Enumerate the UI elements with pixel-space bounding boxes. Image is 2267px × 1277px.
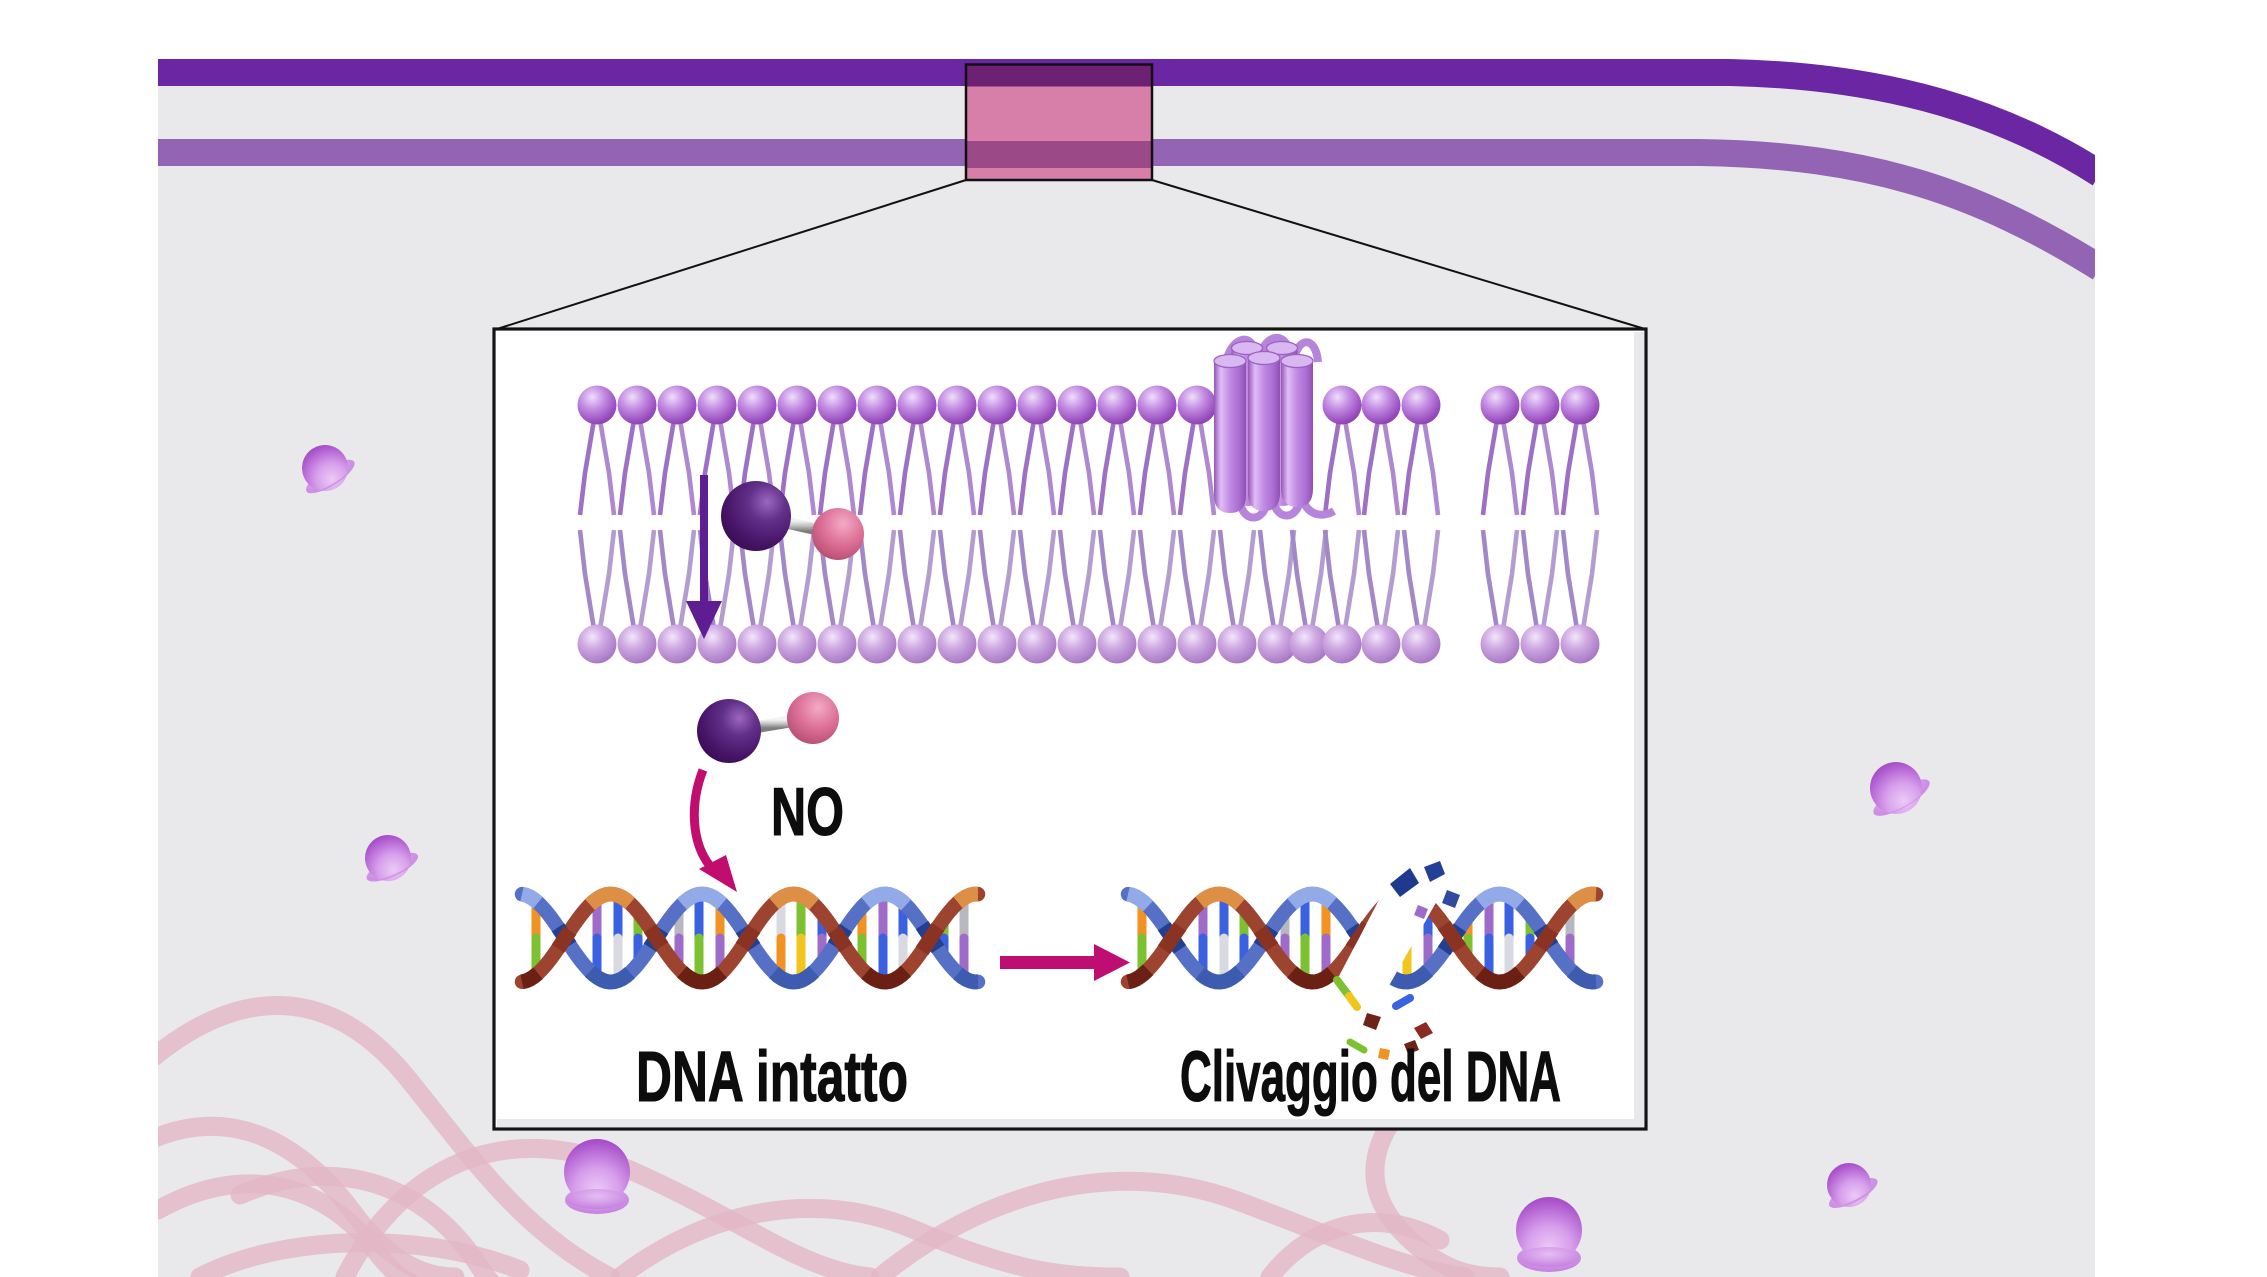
svg-text:Clivaggio del DNA: Clivaggio del DNA (1180, 1038, 1561, 1117)
svg-text:NO: NO (771, 774, 844, 850)
svg-text:DNA intatto: DNA intatto (636, 1038, 908, 1117)
